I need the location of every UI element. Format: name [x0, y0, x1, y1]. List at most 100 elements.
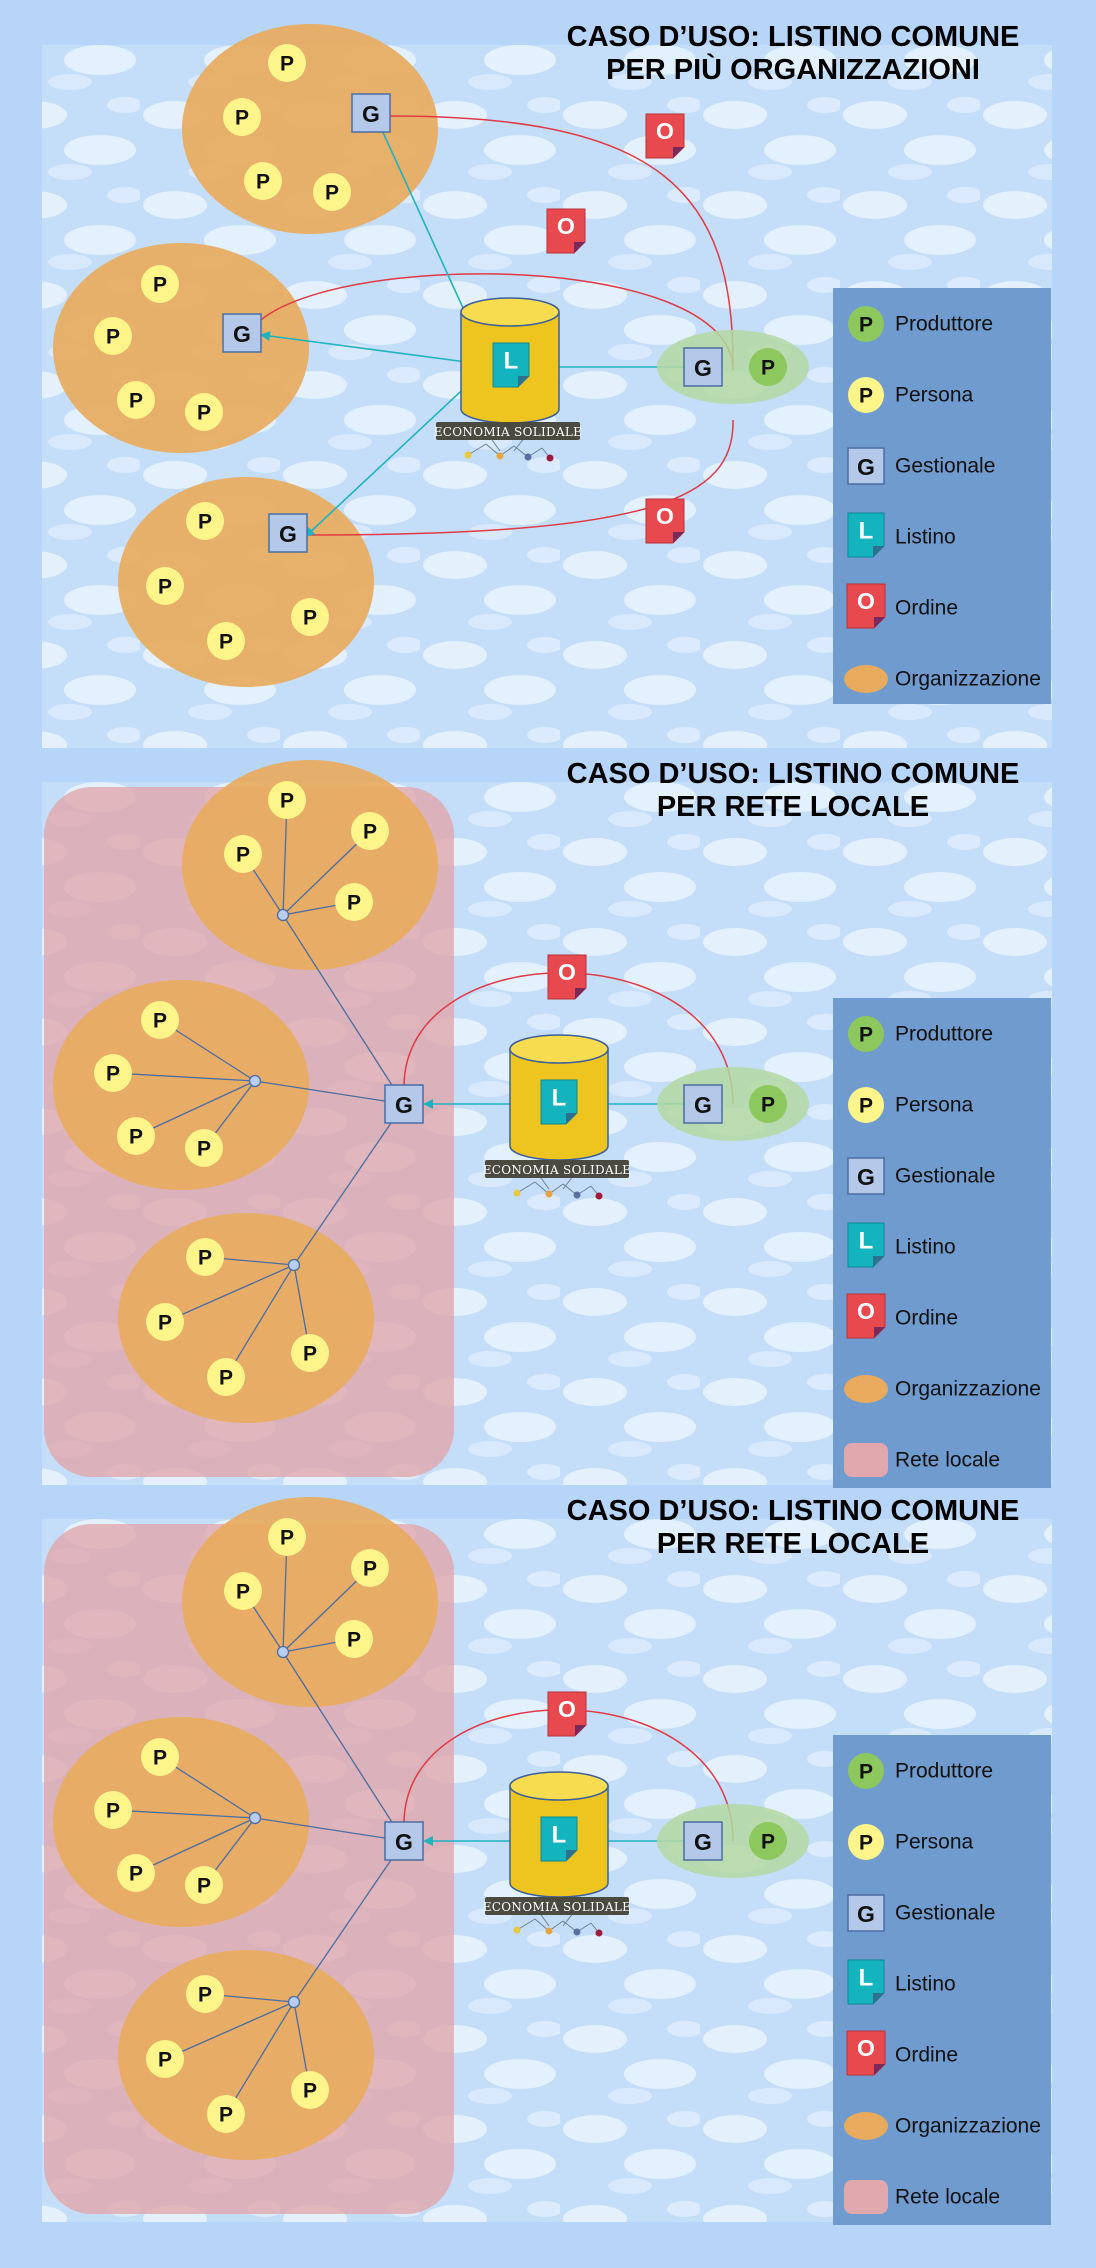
persona-node: P	[185, 393, 223, 431]
persona-node: P	[186, 1238, 224, 1276]
legend-rete-locale-swatch	[844, 2180, 888, 2214]
persona-label: P	[219, 2104, 233, 2127]
produttore-circle	[749, 348, 787, 386]
database-top	[509, 1771, 609, 1801]
persona-node: P	[146, 1303, 184, 1341]
gestionale-box	[268, 513, 308, 553]
persona-node: P	[94, 1054, 132, 1092]
legend-label-persona: Persona	[895, 384, 974, 407]
persona-label: P	[198, 1984, 212, 2007]
persona-node: P	[291, 598, 329, 636]
persona-circle	[224, 835, 262, 873]
produttore-label: P	[761, 357, 775, 380]
persona-node: P	[335, 1620, 373, 1658]
network-link	[282, 799, 288, 916]
persona-label: P	[280, 53, 294, 76]
persona-label: P	[158, 1312, 172, 1335]
network-hub	[276, 908, 290, 922]
gestionale-box	[222, 313, 262, 353]
logo-dot	[513, 1189, 521, 1197]
logo-text: ECONOMIA SOLIDALE	[434, 425, 583, 439]
network-link	[293, 1840, 405, 2003]
persona-node: P	[207, 1358, 245, 1396]
persona-label: P	[197, 1138, 211, 1161]
listino-node: L	[847, 512, 885, 558]
ordine-fold	[874, 2064, 885, 2075]
persona-circle	[291, 598, 329, 636]
persona-node: P	[335, 883, 373, 921]
persona-circle	[223, 98, 261, 136]
ordine-label: O	[857, 2035, 875, 2061]
persona-label: P	[158, 2049, 172, 2072]
persona-label: P	[347, 892, 361, 915]
persona-circle	[186, 1238, 224, 1276]
title-line-1: CASO D’USO: LISTINO COMUNE	[567, 1495, 1020, 1527]
organizzazione-ellipse	[182, 1497, 438, 1707]
persona-circle	[335, 1620, 373, 1658]
legend-persona-swatch	[848, 1824, 884, 1860]
legend-label-produttore: Produttore	[895, 1760, 993, 1783]
persona-circle	[224, 1572, 262, 1610]
network-link	[225, 1264, 295, 1378]
organizzazione-ellipse	[182, 760, 438, 970]
network-hub	[248, 1074, 262, 1088]
legend-produttore-symbol: P	[859, 314, 873, 337]
logo-dot	[464, 451, 472, 459]
legend-label-ordine: Ordine	[895, 597, 958, 620]
network-link	[282, 1536, 288, 1653]
logo-band	[485, 1160, 629, 1178]
gestionale-box	[384, 1821, 424, 1861]
persona-node: P	[268, 44, 306, 82]
persona-node: P	[351, 1549, 389, 1587]
title-line-2: PER RETE LOCALE	[657, 1528, 929, 1560]
logo-band	[436, 422, 580, 440]
persona-circle	[185, 393, 223, 431]
legend-produttore-swatch	[848, 1016, 884, 1052]
legend-persona-swatch	[848, 1087, 884, 1123]
listino-node: L	[540, 1816, 578, 1862]
ordine-label: O	[857, 588, 875, 614]
persona-label: P	[303, 2080, 317, 2103]
persona-node: P	[146, 567, 184, 605]
network-link	[254, 1817, 405, 1842]
gestionale-box	[683, 1821, 723, 1861]
ordine-label: O	[558, 959, 576, 985]
network-link	[164, 2001, 295, 2060]
persona-circle	[207, 622, 245, 660]
persona-node: P	[185, 1129, 223, 1167]
listino-label: L	[552, 1085, 567, 1112]
produttore-node: P	[749, 348, 787, 386]
title-line-2: PER RETE LOCALE	[657, 791, 929, 823]
persona-label: P	[197, 1875, 211, 1898]
legend-label-gestionale: Gestionale	[895, 1165, 995, 1188]
persona-label: P	[197, 402, 211, 425]
persona-circle	[351, 812, 389, 850]
produttore-node: P	[749, 1822, 787, 1860]
title-line-1: CASO D’USO: LISTINO COMUNE	[567, 758, 1020, 790]
persona-circle	[146, 567, 184, 605]
legend-organizzazione-swatch	[844, 2112, 888, 2140]
persona-node: P	[291, 2071, 329, 2109]
persona-label: P	[106, 1800, 120, 1823]
persona-label: P	[325, 182, 339, 205]
legend-label-persona: Persona	[895, 1831, 974, 1854]
listino-fold	[873, 1256, 884, 1267]
persona-node: P	[141, 1738, 179, 1776]
ordine-fold	[673, 147, 684, 158]
legend-persona-symbol: P	[859, 385, 873, 408]
persona-node: P	[351, 812, 389, 850]
gestionale-node: G	[683, 347, 723, 387]
network-link	[135, 1080, 256, 1137]
gestionale-label: G	[694, 1092, 712, 1118]
logo-dot	[545, 1190, 553, 1198]
legend-rete-locale-swatch	[844, 1443, 888, 1477]
persona-label: P	[347, 1629, 361, 1652]
ordine-label: O	[558, 1696, 576, 1722]
legend-gestionale-swatch	[847, 1157, 885, 1195]
